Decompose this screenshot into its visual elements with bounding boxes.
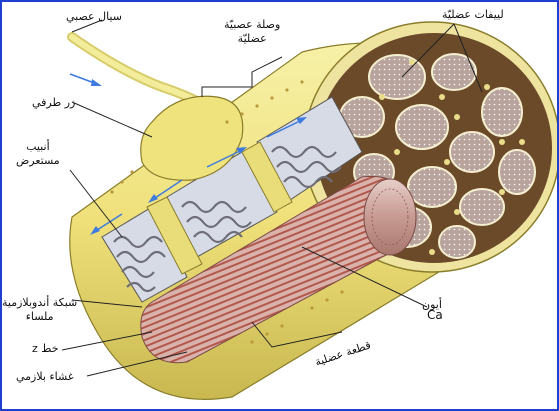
label-neuromuscular-junction: وصلة عصبيّة عضليّة (224, 18, 280, 46)
label-nerve-impulse: سيال عصبي (66, 10, 122, 24)
label-neuromuscular-junction-line1: وصلة عصبيّة (224, 18, 280, 32)
label-sarcoplasmic-reticulum-line1: شبكة أندوبلازمية (2, 296, 77, 310)
label-t-tubule: أنبيب مستعرض (16, 140, 60, 168)
label-sarcolemma: غشاء بلازمي (16, 370, 74, 384)
label-terminal-button: زر طرفي (32, 96, 75, 110)
label-calcium-symbol: Ca (427, 308, 443, 322)
label-z-line: خط z (32, 342, 59, 356)
label-sarcoplasmic-reticulum-line2: ملساء (2, 310, 77, 324)
label-sarcoplasmic-reticulum: شبكة أندوبلازمية ملساء (2, 296, 77, 324)
label-myofibrils: لييفات عضليّة (442, 8, 504, 22)
label-neuromuscular-junction-line2: عضليّة (224, 32, 280, 46)
label-t-tubule-line2: مستعرض (16, 154, 60, 168)
label-t-tubule-line1: أنبيب (16, 140, 60, 154)
